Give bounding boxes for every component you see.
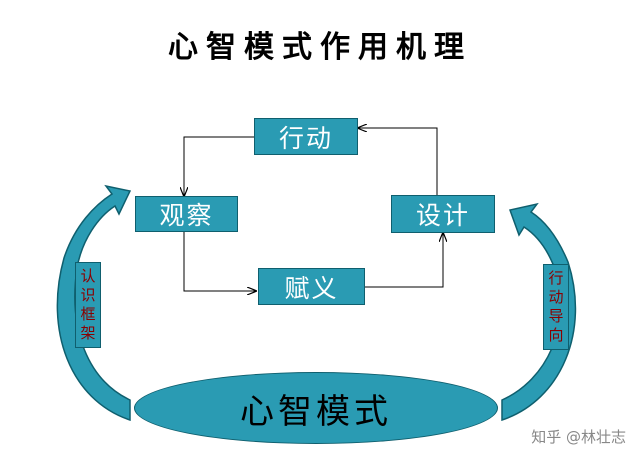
arrow-design-to-action [358, 128, 438, 195]
diagram-title: 心智模式作用机理 [168, 30, 472, 65]
node-mental-model: 心智模式 [134, 372, 498, 444]
label-cognitive-frame: 认 识 框 架 [75, 262, 101, 348]
arrow-action-to-observe [184, 136, 256, 196]
watermark: 知乎 @林壮志 [531, 428, 626, 446]
node-action: 行动 [254, 118, 358, 155]
node-observe: 观察 [135, 196, 238, 232]
node-design: 设计 [391, 195, 495, 233]
node-assign: 赋义 [258, 268, 365, 305]
label-action-orientation: 行 动 导 向 [543, 264, 569, 350]
arrow-observe-to-assign [183, 232, 256, 291]
arrow-assign-to-design [365, 233, 443, 288]
